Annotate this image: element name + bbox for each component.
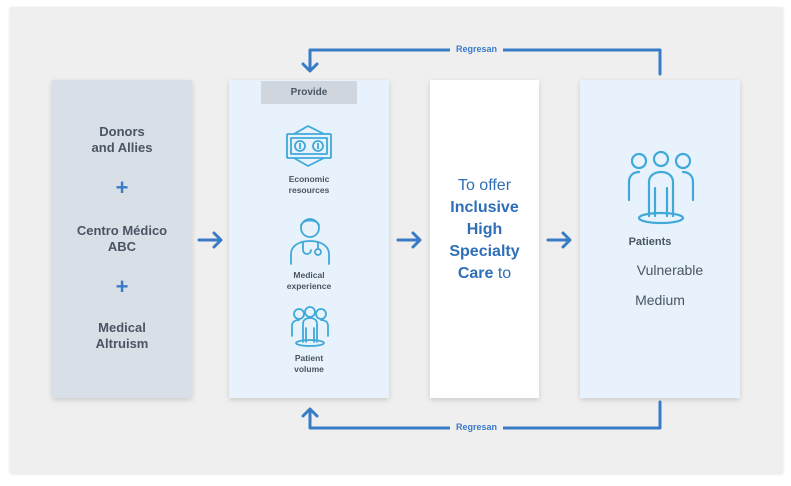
doctor-icon xyxy=(290,218,330,265)
economic-line-1: Economic xyxy=(288,174,330,184)
centro-line-2: ABC xyxy=(107,239,137,254)
altruism-line-1: Medical xyxy=(98,320,146,335)
donors-line-1: Donors xyxy=(99,124,145,139)
offer-high: High xyxy=(466,221,503,238)
offer-care: Care xyxy=(457,265,494,282)
provide-tab: Provide xyxy=(261,81,357,104)
economic-line-2: resources xyxy=(288,185,330,195)
medical-altruism-label: Medical Altruism xyxy=(52,320,192,352)
arrow-right-1 xyxy=(197,231,223,249)
offer-specialty: Specialty xyxy=(449,243,520,260)
centro-line-1: Centro Médico xyxy=(76,223,168,238)
plus-sign-2: + xyxy=(115,274,129,299)
patients-panel xyxy=(580,80,740,398)
volume-line-2: volume xyxy=(294,364,324,374)
patients-medium: Medium xyxy=(635,292,685,308)
plus-sign-1: + xyxy=(115,175,129,200)
patients-label: Patients xyxy=(628,236,672,248)
patient-volume-label: Patient volume xyxy=(269,353,349,375)
donors-panel xyxy=(52,80,192,398)
donors-line-2: and Allies xyxy=(91,140,153,155)
provide-panel xyxy=(229,80,389,398)
donors-label: Donors and Allies xyxy=(52,124,192,156)
patients-vulnerable: Vulnerable xyxy=(636,262,704,278)
centro-medico-label: Centro Médico ABC xyxy=(52,223,192,255)
patients-group-icon xyxy=(627,150,695,225)
experience-line-1: Medical xyxy=(293,270,325,280)
economic-resources-label: Economic resources xyxy=(269,174,349,196)
offer-line-1: To offer xyxy=(457,177,512,194)
arrow-right-3 xyxy=(546,231,572,249)
offer-inclusive: Inclusive xyxy=(450,199,519,216)
bottom-return-label: Regresan xyxy=(450,422,504,432)
volume-line-1: Patient xyxy=(294,353,324,363)
offer-to: to xyxy=(493,265,512,282)
money-icon xyxy=(286,125,332,167)
top-return-label: Regresan xyxy=(450,44,504,54)
medical-experience-label: Medical experience xyxy=(269,270,349,292)
experience-line-2: experience xyxy=(286,281,332,291)
arrow-right-2 xyxy=(396,231,422,249)
offer-text: To offer Inclusive High Specialty Care t… xyxy=(430,175,539,285)
altruism-line-2: Altruism xyxy=(95,336,149,351)
offer-panel xyxy=(430,80,539,398)
people-icon xyxy=(291,306,329,347)
